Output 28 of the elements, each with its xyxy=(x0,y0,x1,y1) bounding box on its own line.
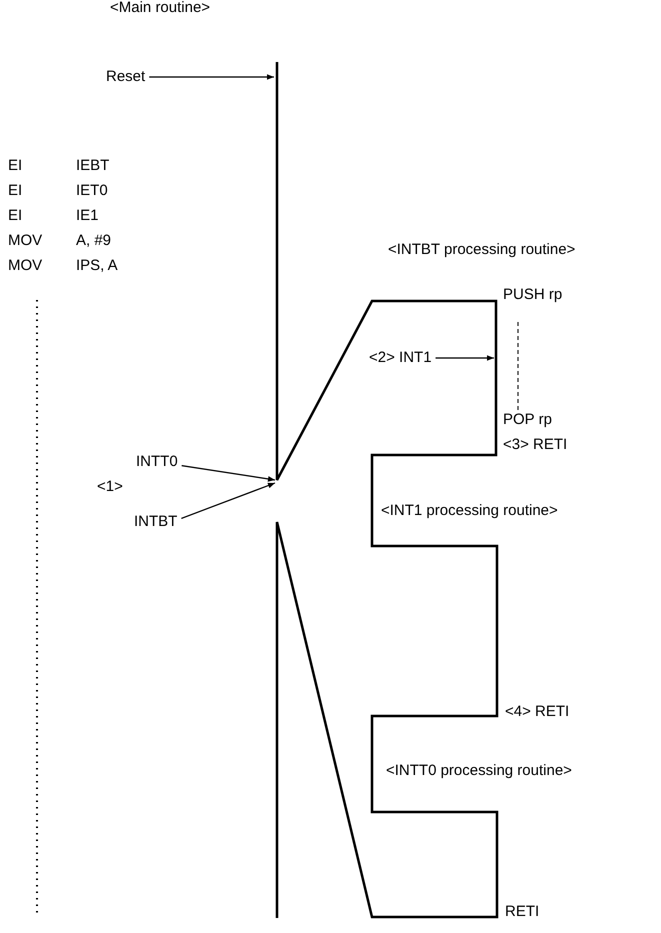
signal-label: <2> INT1 xyxy=(369,349,432,367)
routine-heading: <Main routine> xyxy=(110,0,210,17)
operand-text: A, #9 xyxy=(76,232,112,250)
signal-label: Reset xyxy=(106,68,146,86)
instruction-text: EI xyxy=(8,207,22,225)
instruction-text: <3> RETI xyxy=(503,436,568,454)
signal-label: INTBT xyxy=(134,513,178,531)
arrow xyxy=(181,482,276,519)
operand-text: IE1 xyxy=(76,207,99,225)
instruction-text: RETI xyxy=(505,903,540,921)
routine-heading: <INT1 processing routine> xyxy=(381,502,558,520)
arrow xyxy=(149,74,274,80)
instruction-text: POP rp xyxy=(503,411,552,429)
instruction-text: EI xyxy=(8,182,22,200)
arrow xyxy=(436,355,494,361)
operand-text: IET0 xyxy=(76,182,108,200)
instruction-text: PUSH rp xyxy=(503,286,562,304)
operand-text: IPS, A xyxy=(76,257,118,275)
signal-label: INTT0 xyxy=(136,453,178,471)
step-number: <1> xyxy=(97,478,123,496)
instruction-text: MOV xyxy=(8,257,42,275)
instruction-text: <4> RETI xyxy=(505,703,570,721)
arrow xyxy=(182,465,276,482)
instruction-text: MOV xyxy=(8,232,42,250)
routine-heading: <INTT0 processing routine> xyxy=(386,762,572,780)
instruction-text: EI xyxy=(8,157,22,175)
operand-text: IEBT xyxy=(76,157,110,175)
routine-heading: <INTBT processing routine> xyxy=(388,241,576,259)
